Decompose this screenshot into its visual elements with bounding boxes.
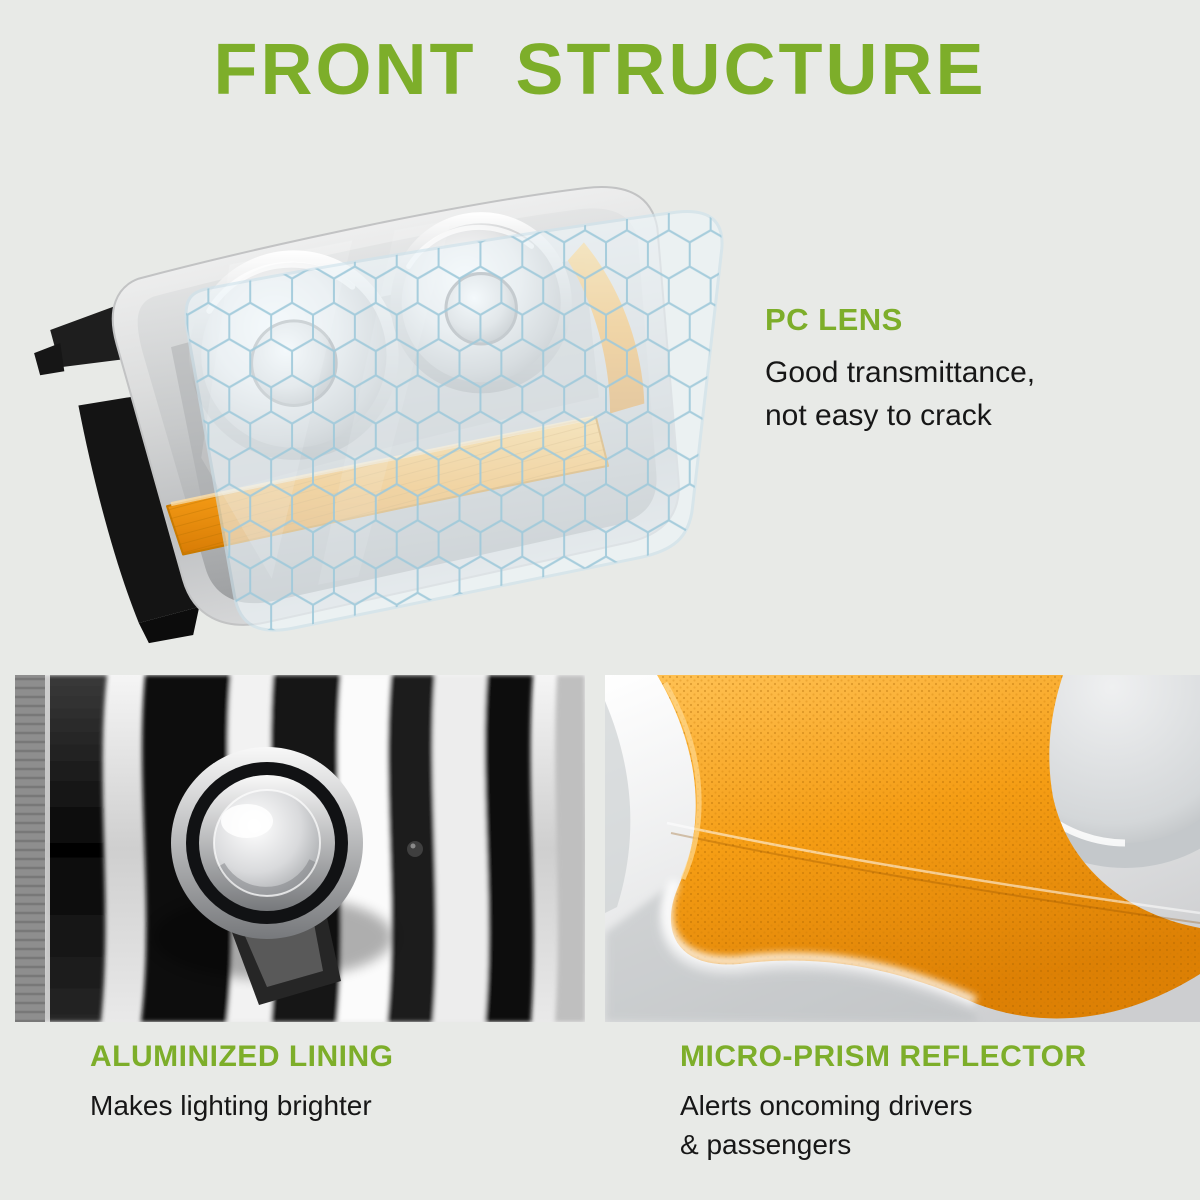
aluminized-lining-caption: ALUMINIZED LINING Makes lighting brighte… xyxy=(90,1040,570,1125)
micro-prism-description: Alerts oncoming drivers & passengers xyxy=(680,1086,1180,1164)
housing-rivet xyxy=(407,841,423,857)
pc-lens-line-1: Good transmittance, xyxy=(765,356,1036,389)
pc-lens-description: Good transmittance, not easy to crack xyxy=(765,352,1195,437)
amber-prism-band xyxy=(657,675,1200,1019)
page-title: FRONT STRUCTURE xyxy=(213,30,987,110)
pc-lens-line-2: not easy to crack xyxy=(765,398,992,432)
mounting-tabs xyxy=(34,304,200,644)
projector-lens xyxy=(153,747,393,1005)
headlight-graphic xyxy=(34,186,724,644)
pc-lens-heading: PC LENS xyxy=(765,302,903,337)
micro-prism-photo xyxy=(605,675,1200,1022)
headlight-photo xyxy=(20,145,745,675)
micro-prism-line-1: Alerts oncoming drivers xyxy=(680,1090,973,1121)
micro-prism-heading: MICRO-PRISM REFLECTOR xyxy=(680,1040,1087,1073)
aluminized-lining-line-1: Makes lighting brighter xyxy=(90,1090,372,1121)
aluminized-lining-heading: ALUMINIZED LINING xyxy=(90,1040,394,1073)
amber-reflector-graphic xyxy=(605,675,1200,1022)
aluminized-lining-description: Makes lighting brighter xyxy=(90,1086,570,1125)
micro-prism-line-2: & passengers xyxy=(680,1129,852,1161)
micro-prism-caption: MICRO-PRISM REFLECTOR Alerts oncoming dr… xyxy=(680,1040,1180,1164)
aluminized-lining-photo xyxy=(15,675,585,1022)
pc-lens-mesh-overlay xyxy=(184,209,724,632)
chrome-reflector-graphic xyxy=(15,675,585,1022)
pc-lens-caption: PC LENS Good transmittance, not easy to … xyxy=(765,302,1195,437)
